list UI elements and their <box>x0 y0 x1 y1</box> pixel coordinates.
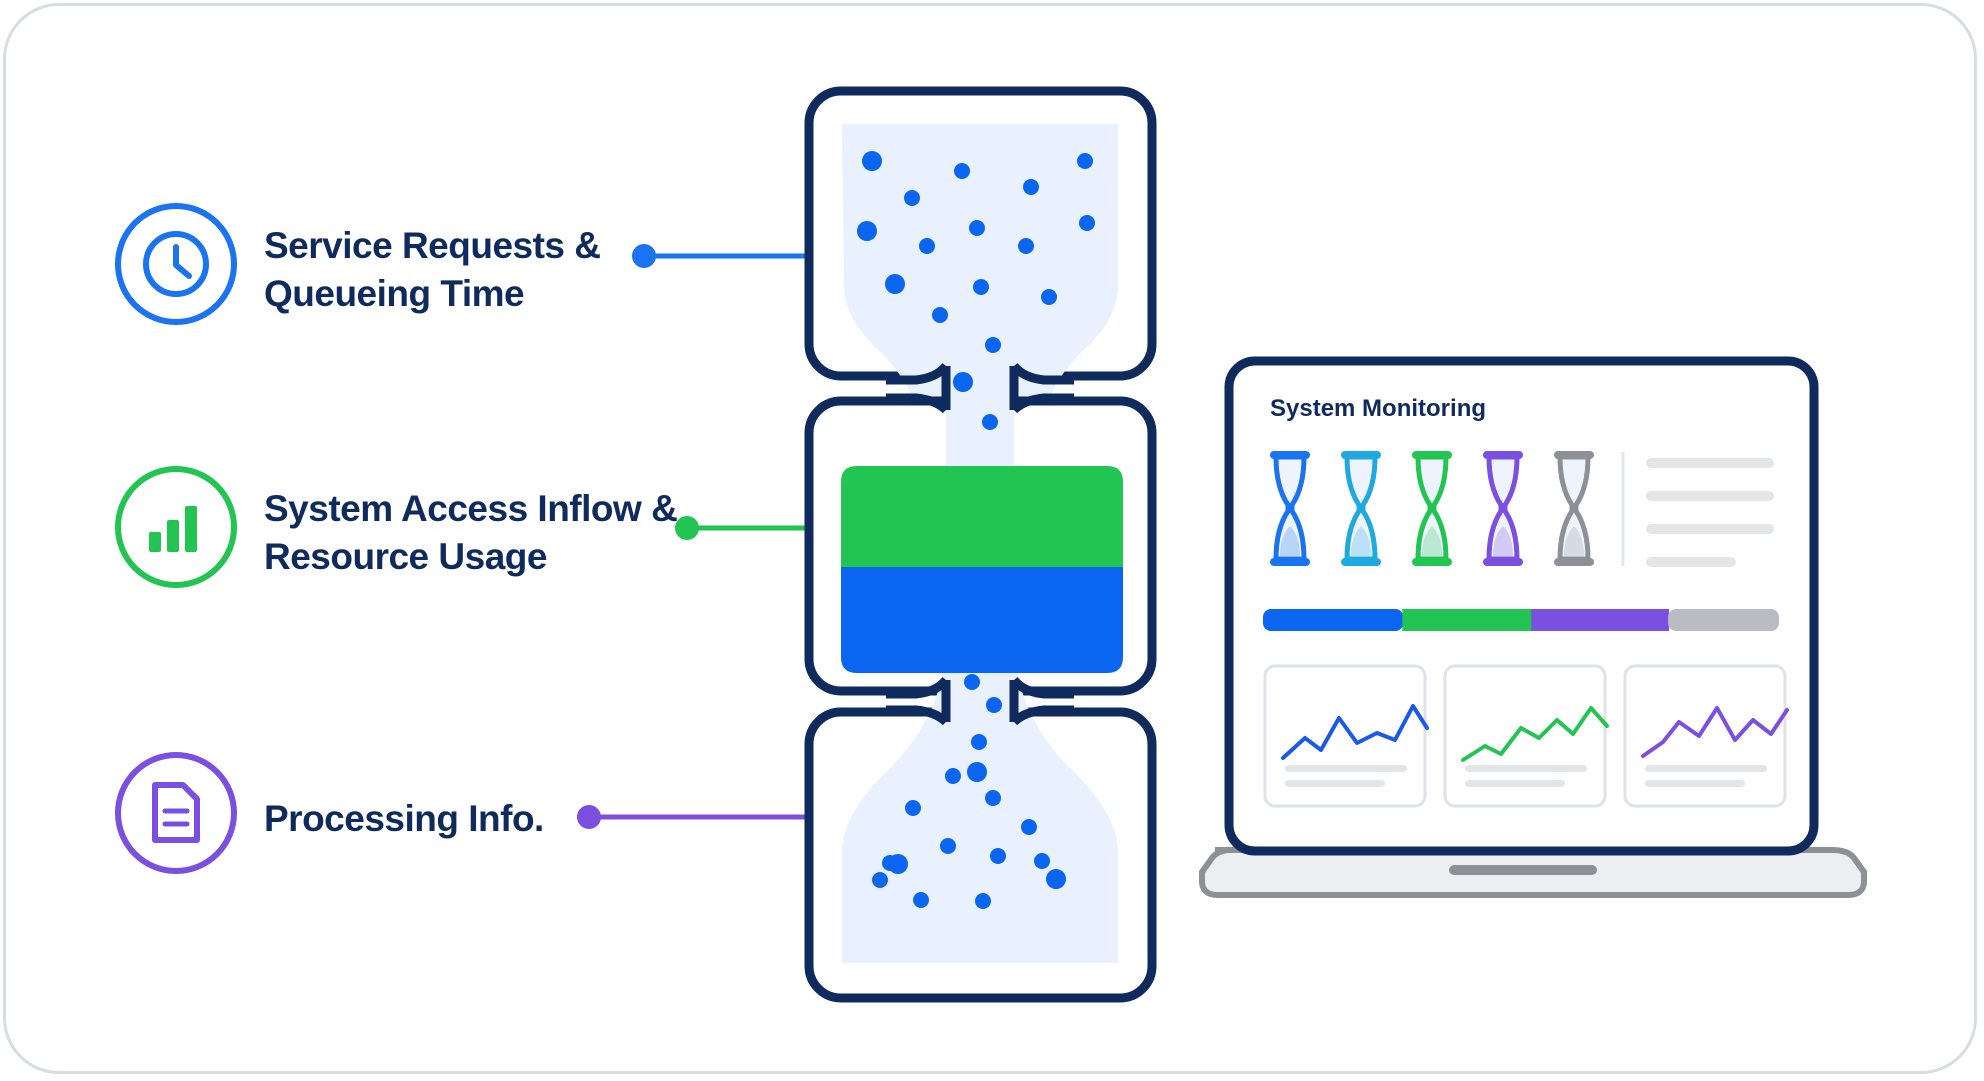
particle <box>982 414 998 430</box>
bar-chart-icon <box>115 466 237 588</box>
connector-processing <box>577 805 805 829</box>
mini-hourglass-icon <box>1554 451 1594 566</box>
particle <box>1079 215 1095 231</box>
particle <box>872 872 888 888</box>
connector-service <box>632 244 805 268</box>
particle <box>904 190 920 206</box>
particle <box>964 674 980 690</box>
usage-segment <box>1263 609 1404 631</box>
particle <box>913 892 929 908</box>
resource-block <box>841 466 1123 673</box>
document-icon <box>115 752 237 874</box>
particle <box>1018 238 1034 254</box>
usage-segment <box>1402 609 1533 631</box>
mini-line-chart <box>1443 664 1609 808</box>
particle <box>954 163 970 179</box>
particle <box>985 337 1001 353</box>
request-particles <box>857 151 1095 909</box>
particle <box>932 307 948 323</box>
particle <box>953 372 973 392</box>
particle <box>1034 853 1050 869</box>
particle <box>985 790 1001 806</box>
usage-bar <box>1263 609 1779 631</box>
label-system-access: System Access Inflow & Resource Usage <box>264 488 678 577</box>
particle <box>975 893 991 909</box>
mini-hourglass-icon <box>1412 451 1452 566</box>
particle <box>919 238 935 254</box>
label-service-requests: Service Requests & Queueing Time <box>264 225 601 314</box>
particle <box>1021 819 1037 835</box>
connector-access <box>675 516 805 540</box>
particle <box>1046 869 1066 889</box>
mini-hourglasses <box>1270 451 1594 566</box>
particle <box>971 734 987 750</box>
particle <box>885 274 905 294</box>
particle <box>1023 179 1039 195</box>
mini-hourglass-icon <box>1270 451 1310 566</box>
laptop-trackpad <box>1449 865 1597 875</box>
particle <box>905 800 921 816</box>
text-placeholder-lines <box>1646 458 1774 567</box>
particle <box>857 221 877 241</box>
mini-hourglass-icon <box>1341 451 1381 566</box>
particle <box>1077 153 1093 169</box>
usage-segment <box>1531 609 1670 631</box>
particle <box>1041 289 1057 305</box>
particle <box>990 848 1006 864</box>
label-processing-info: Processing Info. <box>264 798 544 839</box>
monitor-title: System Monitoring <box>1270 395 1486 422</box>
particle <box>945 768 961 784</box>
particle <box>969 220 985 236</box>
particle <box>986 697 1002 713</box>
mini-line-chart <box>1263 664 1429 808</box>
clock-icon <box>115 203 237 325</box>
particle <box>862 151 882 171</box>
usage-segment <box>1668 609 1779 631</box>
mini-line-chart <box>1623 664 1789 808</box>
particle <box>940 838 956 854</box>
mini-charts <box>1263 664 1789 808</box>
mini-hourglass-icon <box>1483 451 1523 566</box>
particle <box>882 855 898 871</box>
particle <box>973 279 989 295</box>
particle <box>967 762 987 782</box>
